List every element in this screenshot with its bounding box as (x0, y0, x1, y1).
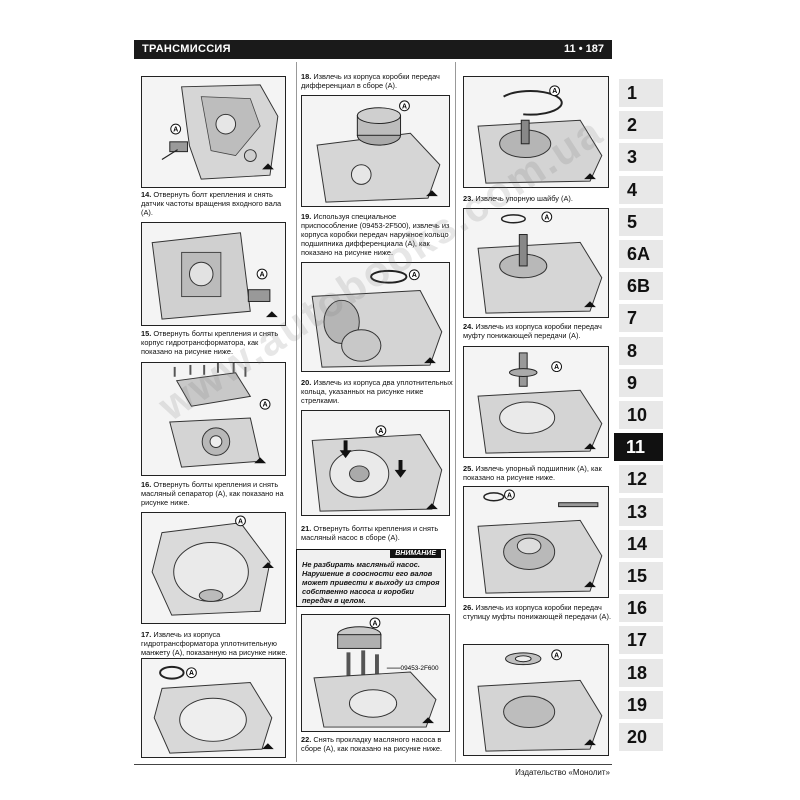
step-19-caption: 19. Используя специальное приспособление… (301, 212, 450, 257)
chapter-tab-label: 16 (627, 598, 648, 619)
step-18-caption: 18. Извлечь из корпуса коробки передач д… (301, 72, 440, 90)
tool-code-label: 09453-2F600 (401, 665, 439, 672)
chapter-tab-label: 15 (627, 566, 648, 586)
step-16-caption: 16. Отвернуть болты крепления и снять ма… (141, 480, 284, 507)
callout-label: A (263, 402, 268, 409)
callout-label: A (412, 272, 417, 279)
chapter-tab-label: 5 (627, 211, 638, 232)
chapter-tab-14[interactable]: 14 (619, 528, 663, 558)
chapter-tab-label: 10 (627, 405, 648, 425)
chapter-tab-4[interactable]: 4 (619, 174, 663, 204)
warning-box: ВНИМАНИЕ Не разбирать масляный насос. На… (296, 549, 446, 607)
chapter-tab-19[interactable]: 19 (619, 689, 663, 719)
callout-label: A (238, 518, 243, 525)
chapter-tab-11[interactable]: 11 (614, 432, 663, 462)
chapter-tab-label: 9 (627, 372, 638, 393)
chapter-tab-10[interactable]: 10 (619, 400, 663, 429)
figure-converter-case: A (141, 512, 286, 624)
step-25-caption: 25. Извлечь упорный подшипник (А), как п… (463, 464, 602, 482)
chapter-tab-5[interactable]: 5 (619, 206, 663, 236)
step-15-caption: 15. Отвернуть болты крепления и снять ко… (141, 329, 279, 356)
chapter-tab-label: 8 (627, 340, 638, 361)
chapter-tab-label: 11 (626, 437, 646, 458)
figure-oil-pump: A (301, 410, 450, 516)
callout-label: A (402, 103, 407, 110)
warning-title: ВНИМАНИЕ (390, 549, 441, 558)
figure-clutch-removed: A (463, 346, 609, 458)
chapter-tab-label: 12 (627, 469, 648, 490)
chapter-tab-label: 19 (627, 694, 648, 715)
chapter-tab-label: 20 (627, 727, 648, 747)
chapter-tab-9[interactable]: 9 (619, 367, 663, 397)
step-20-caption: 20. Извлечь из корпуса два уплотнительны… (301, 378, 453, 405)
chapter-tab-8[interactable]: 8 (619, 335, 663, 365)
chapter-tab-6b[interactable]: 6B (619, 271, 663, 301)
publisher-footer: Издательство «Монолит» (515, 768, 610, 777)
chapter-tab-3[interactable]: 3 (619, 142, 663, 172)
callout-label: A (554, 364, 559, 371)
column-divider (296, 62, 297, 762)
figure-differential: A (301, 95, 450, 207)
column-divider (455, 62, 456, 762)
page-header: ТРАНСМИССИЯ 11 • 187 (134, 40, 612, 59)
figure-oil-separator: A (141, 362, 286, 476)
chapter-tab-7[interactable]: 7 (619, 303, 663, 333)
chapter-tab-13[interactable]: 13 (619, 496, 663, 526)
footer-rule (134, 764, 612, 765)
page-number: 11 • 187 (564, 43, 604, 55)
figure-thrust-bearing: A (463, 486, 609, 598)
figure-input-speed-sensor: A (141, 76, 286, 188)
figure-pump-gasket: 09453-2F600 A (301, 614, 450, 732)
chapter-tab-12[interactable]: 12 (619, 464, 663, 494)
chapter-tab-20[interactable]: 20 (619, 722, 663, 751)
figure-thrust-washer: A (463, 76, 609, 188)
callout-label: A (173, 127, 178, 134)
chapter-tab-18[interactable]: 18 (619, 657, 663, 687)
figure-bearing-race: A (301, 262, 450, 372)
warning-text: Не разбирать масляный насос. Нарушение в… (302, 560, 440, 605)
chapter-tab-15[interactable]: 15 (619, 561, 663, 590)
figure-torque-converter-housing: A (141, 222, 286, 326)
chapter-tab-label: 4 (627, 179, 638, 200)
callout-label: A (507, 492, 512, 499)
chapter-tab-label: 17 (627, 630, 648, 651)
step-21-caption: 21. Отвернуть болты крепления и снять ма… (301, 524, 439, 542)
chapter-tab-label: 3 (627, 147, 638, 168)
chapter-tab-label: 13 (627, 501, 648, 522)
chapter-tab-label: 14 (627, 533, 648, 554)
callout-label: A (378, 428, 383, 435)
section-title: ТРАНСМИССИЯ (142, 43, 231, 55)
step-23-caption: 23. Извлечь упорную шайбу (А). (463, 194, 573, 203)
chapter-tab-label: 2 (627, 115, 638, 136)
step-26-caption: 26. Извлечь из корпуса коробки передач с… (463, 603, 611, 621)
callout-label: A (554, 652, 559, 659)
chapter-tab-label: 6A (627, 244, 651, 264)
step-14-caption: 14. Отвернуть болт крепления и снять дат… (141, 190, 282, 217)
step-22-caption: 22. Снять прокладку масляного насоса в с… (301, 735, 443, 753)
callout-label: A (189, 670, 194, 677)
step-17-caption: 17. Извлечь из корпуса гидротрансформато… (141, 630, 288, 657)
chapter-tab-label: 6B (627, 276, 651, 297)
chapter-tab-6a[interactable]: 6A (619, 239, 663, 268)
callout-label: A (544, 214, 549, 221)
step-24-caption: 24. Извлечь из корпуса коробки передач м… (463, 322, 602, 340)
chapter-tab-17[interactable]: 17 (619, 625, 663, 655)
callout-label: A (552, 88, 557, 95)
chapter-tab-2[interactable]: 2 (619, 110, 663, 140)
chapter-tab-label: 7 (627, 308, 638, 329)
figure-low-clutch: A (463, 208, 609, 318)
chapter-tab-16[interactable]: 16 (619, 593, 663, 623)
callout-label: A (260, 271, 265, 278)
chapter-tab-label: 1 (627, 83, 638, 103)
chapter-tab-label: 18 (627, 662, 648, 683)
chapter-tab-1[interactable]: 1 (619, 78, 663, 107)
figure-clutch-hub: A (463, 644, 609, 756)
figure-seal-removal: A (141, 658, 286, 758)
callout-label: A (373, 620, 378, 627)
